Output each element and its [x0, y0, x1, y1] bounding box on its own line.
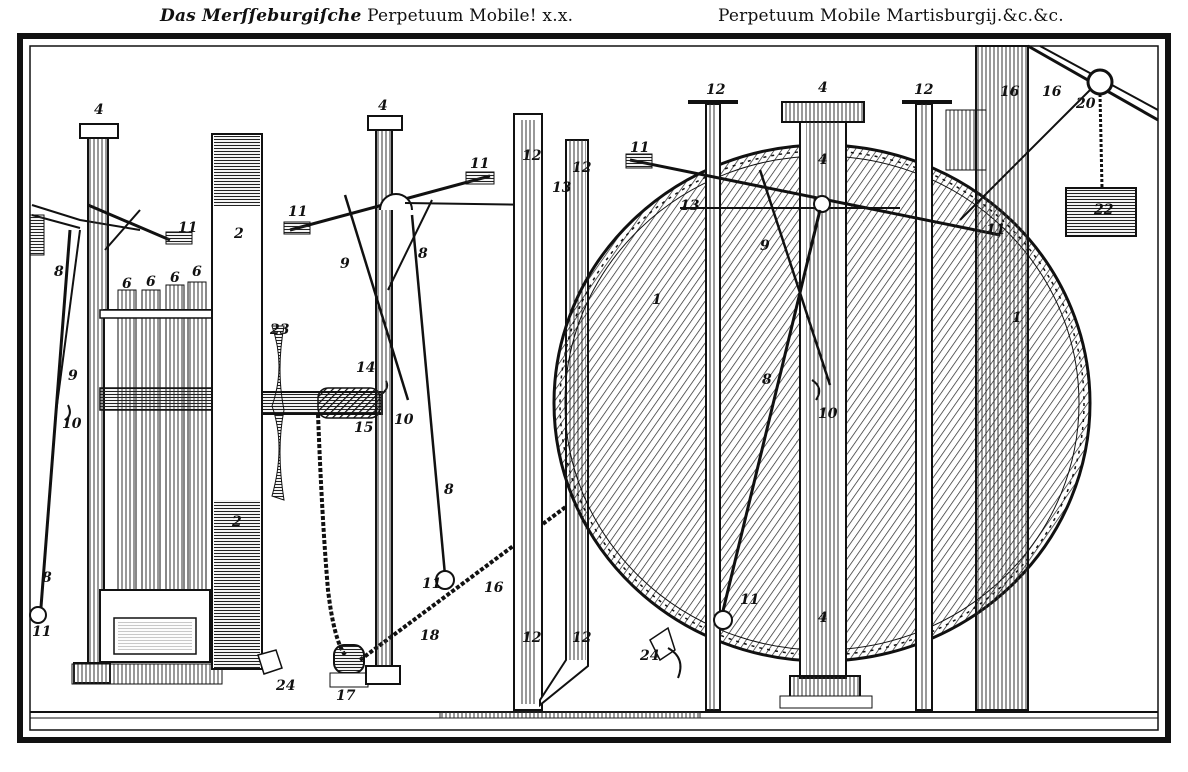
wheel-post-left [688, 100, 738, 711]
label-13: 13 [680, 198, 700, 214]
label-12: 12 [914, 82, 934, 98]
label-11: 11 [986, 222, 1005, 238]
label-4: 4 [818, 152, 828, 168]
label-12: 12 [706, 82, 726, 98]
label-16: 16 [1042, 84, 1062, 100]
label-4: 4 [818, 80, 828, 96]
label-9: 9 [340, 256, 350, 272]
central-column-4 [779, 101, 873, 709]
figure-numerals: 4 4 4 4 4 12 12 12 12 12 12 16 16 16 20 … [32, 80, 1114, 704]
label-10: 10 [818, 406, 838, 422]
axle-and-drum [261, 325, 389, 501]
label-11: 11 [422, 576, 441, 592]
label-6: 6 [192, 264, 202, 280]
label-4: 4 [378, 98, 388, 114]
label-4: 4 [818, 610, 828, 626]
label-2: 2 [233, 226, 244, 242]
label-4: 4 [94, 102, 104, 118]
label-11: 11 [178, 220, 197, 236]
right-tower [945, 44, 1159, 711]
label-9: 9 [68, 368, 78, 384]
label-6: 6 [122, 276, 132, 292]
label-11: 11 [470, 156, 489, 172]
label-16: 16 [484, 580, 504, 596]
label-18: 18 [420, 628, 440, 644]
header-latin-title: Perpetuum Mobile Martisburgij.&c.&c. [718, 6, 1064, 26]
label-13: 13 [552, 180, 572, 196]
label-24: 24 [639, 648, 659, 664]
label-12: 12 [522, 630, 542, 646]
label-10: 10 [394, 412, 414, 428]
wheel-lever [625, 153, 1001, 630]
label-2: 2 [231, 514, 242, 530]
label-20: 20 [1075, 96, 1096, 112]
label-12: 12 [572, 630, 592, 646]
label-1: 1 [1012, 310, 1022, 326]
label-6: 6 [170, 270, 180, 286]
label-24: 24 [275, 678, 295, 694]
label-8: 8 [444, 482, 454, 498]
left-edge-pulley [29, 204, 141, 624]
door-frame-12a [513, 113, 543, 711]
label-1: 1 [652, 292, 662, 308]
label-11: 11 [32, 624, 51, 640]
label-8: 8 [418, 246, 428, 262]
wheel-post-right [902, 100, 952, 711]
label-12: 12 [572, 160, 592, 176]
label-15: 15 [354, 420, 373, 436]
label-8: 8 [762, 372, 772, 388]
header-gothic-text: Das Merſſeburgiſche [160, 6, 362, 26]
header-german-title: Das Merſſeburgiſche Perpetuum Mobile! x.… [160, 6, 573, 26]
floor-bracket [257, 626, 682, 679]
pipe-assembly [71, 281, 223, 685]
label-11: 11 [288, 204, 307, 220]
tall-shaft-2 [211, 133, 263, 670]
label-23: 23 [269, 322, 290, 338]
label-22: 22 [1093, 202, 1114, 218]
label-17: 17 [336, 688, 356, 704]
label-6: 6 [146, 274, 156, 290]
ground-rubble [439, 711, 701, 719]
plate-frame-inner [29, 45, 1159, 731]
label-12: 12 [522, 148, 542, 164]
label-8: 8 [42, 570, 52, 586]
plate-frame-outer [17, 33, 1171, 743]
label-10: 10 [62, 416, 82, 432]
label-9: 9 [760, 238, 770, 254]
label-11: 11 [630, 140, 649, 156]
header-roman-text: Perpetuum Mobile! x.x. [367, 6, 574, 26]
label-14: 14 [356, 360, 375, 376]
label-16: 16 [1000, 84, 1020, 100]
middle-lever [283, 171, 541, 590]
label-8: 8 [54, 264, 64, 280]
middle-column-4 [365, 115, 403, 685]
label-11: 11 [740, 592, 759, 608]
left-lever-arm [87, 203, 193, 251]
